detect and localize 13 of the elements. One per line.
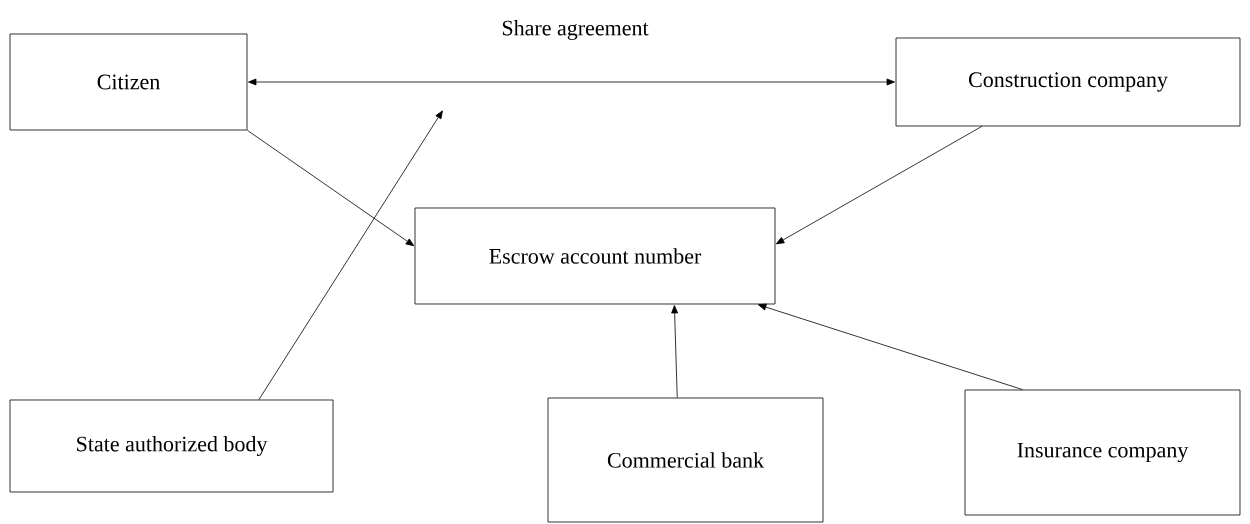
process-box: Escrow account number	[414, 207, 776, 305]
arrow	[248, 78, 895, 86]
arrow	[247, 130, 415, 247]
arrow	[758, 303, 1023, 390]
edge-label: Share agreement	[499, 18, 651, 42]
process-box: Construction company	[895, 37, 1241, 127]
process-box: Citizen	[9, 33, 248, 131]
process-box: Commercial bank	[547, 397, 824, 523]
arrow	[671, 305, 679, 398]
arrow	[258, 110, 443, 400]
arrow	[775, 126, 983, 245]
process-box: Insurance company	[964, 389, 1241, 516]
process-box: State authorized body	[9, 399, 334, 493]
